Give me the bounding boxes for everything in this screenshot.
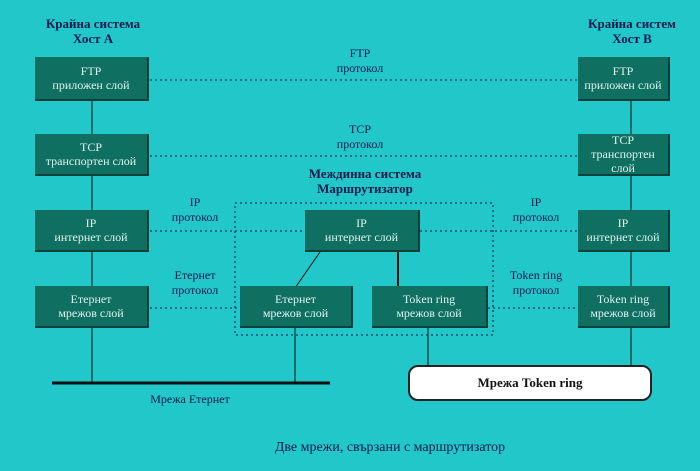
ethernet-protocol-label: Етернет протокол <box>155 268 235 298</box>
layer-name: Token ring <box>596 292 650 306</box>
layer-name: IP <box>85 216 97 230</box>
ip-protocol-label-right: IP протокол <box>496 195 576 225</box>
host-a-ethernet-layer: Етернет мрежов слой <box>35 286 149 328</box>
host-a-title-line1: Крайна система <box>45 16 141 31</box>
layer-desc: интернет слой <box>324 230 399 244</box>
layer-desc: транспортен слой <box>45 154 137 168</box>
router-title-line1: Междинна система <box>308 166 422 181</box>
host-b-title-line2: Хост В <box>612 31 652 46</box>
host-b-title: Крайна систем Хост В <box>566 16 698 46</box>
layer-name: IP <box>617 216 629 230</box>
host-b-ftp-layer: FTP приложен слой <box>578 57 670 101</box>
ethernet-network-label: Мрежа Етернет <box>150 392 230 406</box>
layer-desc: мрежов слой <box>262 306 329 320</box>
ip-protocol-right-name: IP <box>530 195 542 209</box>
layer-desc: интернет слой <box>586 230 660 244</box>
layer-name: FTP <box>80 64 102 78</box>
ftp-protocol-name: FTP <box>349 46 371 60</box>
host-a-ip-layer: IP интернет слой <box>35 210 149 252</box>
tokenring-protocol-word: протокол <box>512 283 560 297</box>
host-a-ftp-layer: FTP приложен слой <box>35 57 149 101</box>
ip-protocol-right-word: протокол <box>512 210 560 224</box>
ip-protocol-left-word: протокол <box>171 210 219 224</box>
figure-caption: Две мрежи, свързани с маршрутизатор <box>274 440 506 455</box>
ip-protocol-left-name: IP <box>189 195 201 209</box>
tcp-protocol-word: протокол <box>336 137 384 151</box>
tokenring-network: Мрежа Token ring <box>408 365 652 401</box>
ethernet-protocol-word: протокол <box>171 283 219 297</box>
layer-name: Етернет <box>275 292 316 306</box>
host-a-title: Крайна система Хост А <box>28 16 158 46</box>
layer-desc: мрежов слой <box>58 306 124 320</box>
host-b-title-line1: Крайна систем <box>588 16 676 31</box>
layer-desc: мрежов слой <box>590 306 656 320</box>
ftp-protocol-word: протокол <box>336 61 384 75</box>
host-b-ip-layer: IP интернет слой <box>578 210 670 252</box>
host-b-tokenring-layer: Token ring мрежов слой <box>578 286 670 328</box>
layer-name: Token ring <box>402 292 456 306</box>
layer-name: FTP <box>612 64 634 78</box>
layer-desc: транспортен слой <box>591 147 655 175</box>
layer-name: Етернет <box>70 292 112 306</box>
tcp-protocol-name: TCP <box>348 122 371 136</box>
ip-protocol-label-left: IP протокол <box>155 195 235 225</box>
router-title: Междинна система Маршрутизатор <box>285 166 445 196</box>
layer-name: TCP <box>79 140 102 154</box>
layer-desc: интернет слой <box>54 230 128 244</box>
host-a-tcp-layer: TCP транспортен слой <box>35 134 149 176</box>
host-b-tcp-layer: TCP транспортен слой <box>578 133 670 176</box>
layer-desc: мрежов слой <box>396 306 462 320</box>
router-ip-layer: IP интернет слой <box>305 210 420 252</box>
host-a-title-line2: Хост А <box>72 31 114 46</box>
tokenring-protocol-name: Token ring <box>509 268 563 282</box>
router-tokenring-layer: Token ring мрежов слой <box>372 286 488 328</box>
router-title-line2: Маршрутизатор <box>317 181 413 196</box>
layer-name: IP <box>356 216 367 230</box>
layer-desc: приложен слой <box>584 78 662 92</box>
ftp-protocol-label: FTP протокол <box>320 46 400 76</box>
router-ethernet-layer: Етернет мрежов слой <box>240 286 353 328</box>
layer-desc: приложен слой <box>52 78 130 92</box>
tokenring-protocol-label: Token ring протокол <box>494 268 578 298</box>
tcp-protocol-label: TCP протокол <box>320 122 400 152</box>
layer-name: TCP <box>611 133 634 147</box>
ethernet-protocol-name: Етернет <box>174 268 216 282</box>
